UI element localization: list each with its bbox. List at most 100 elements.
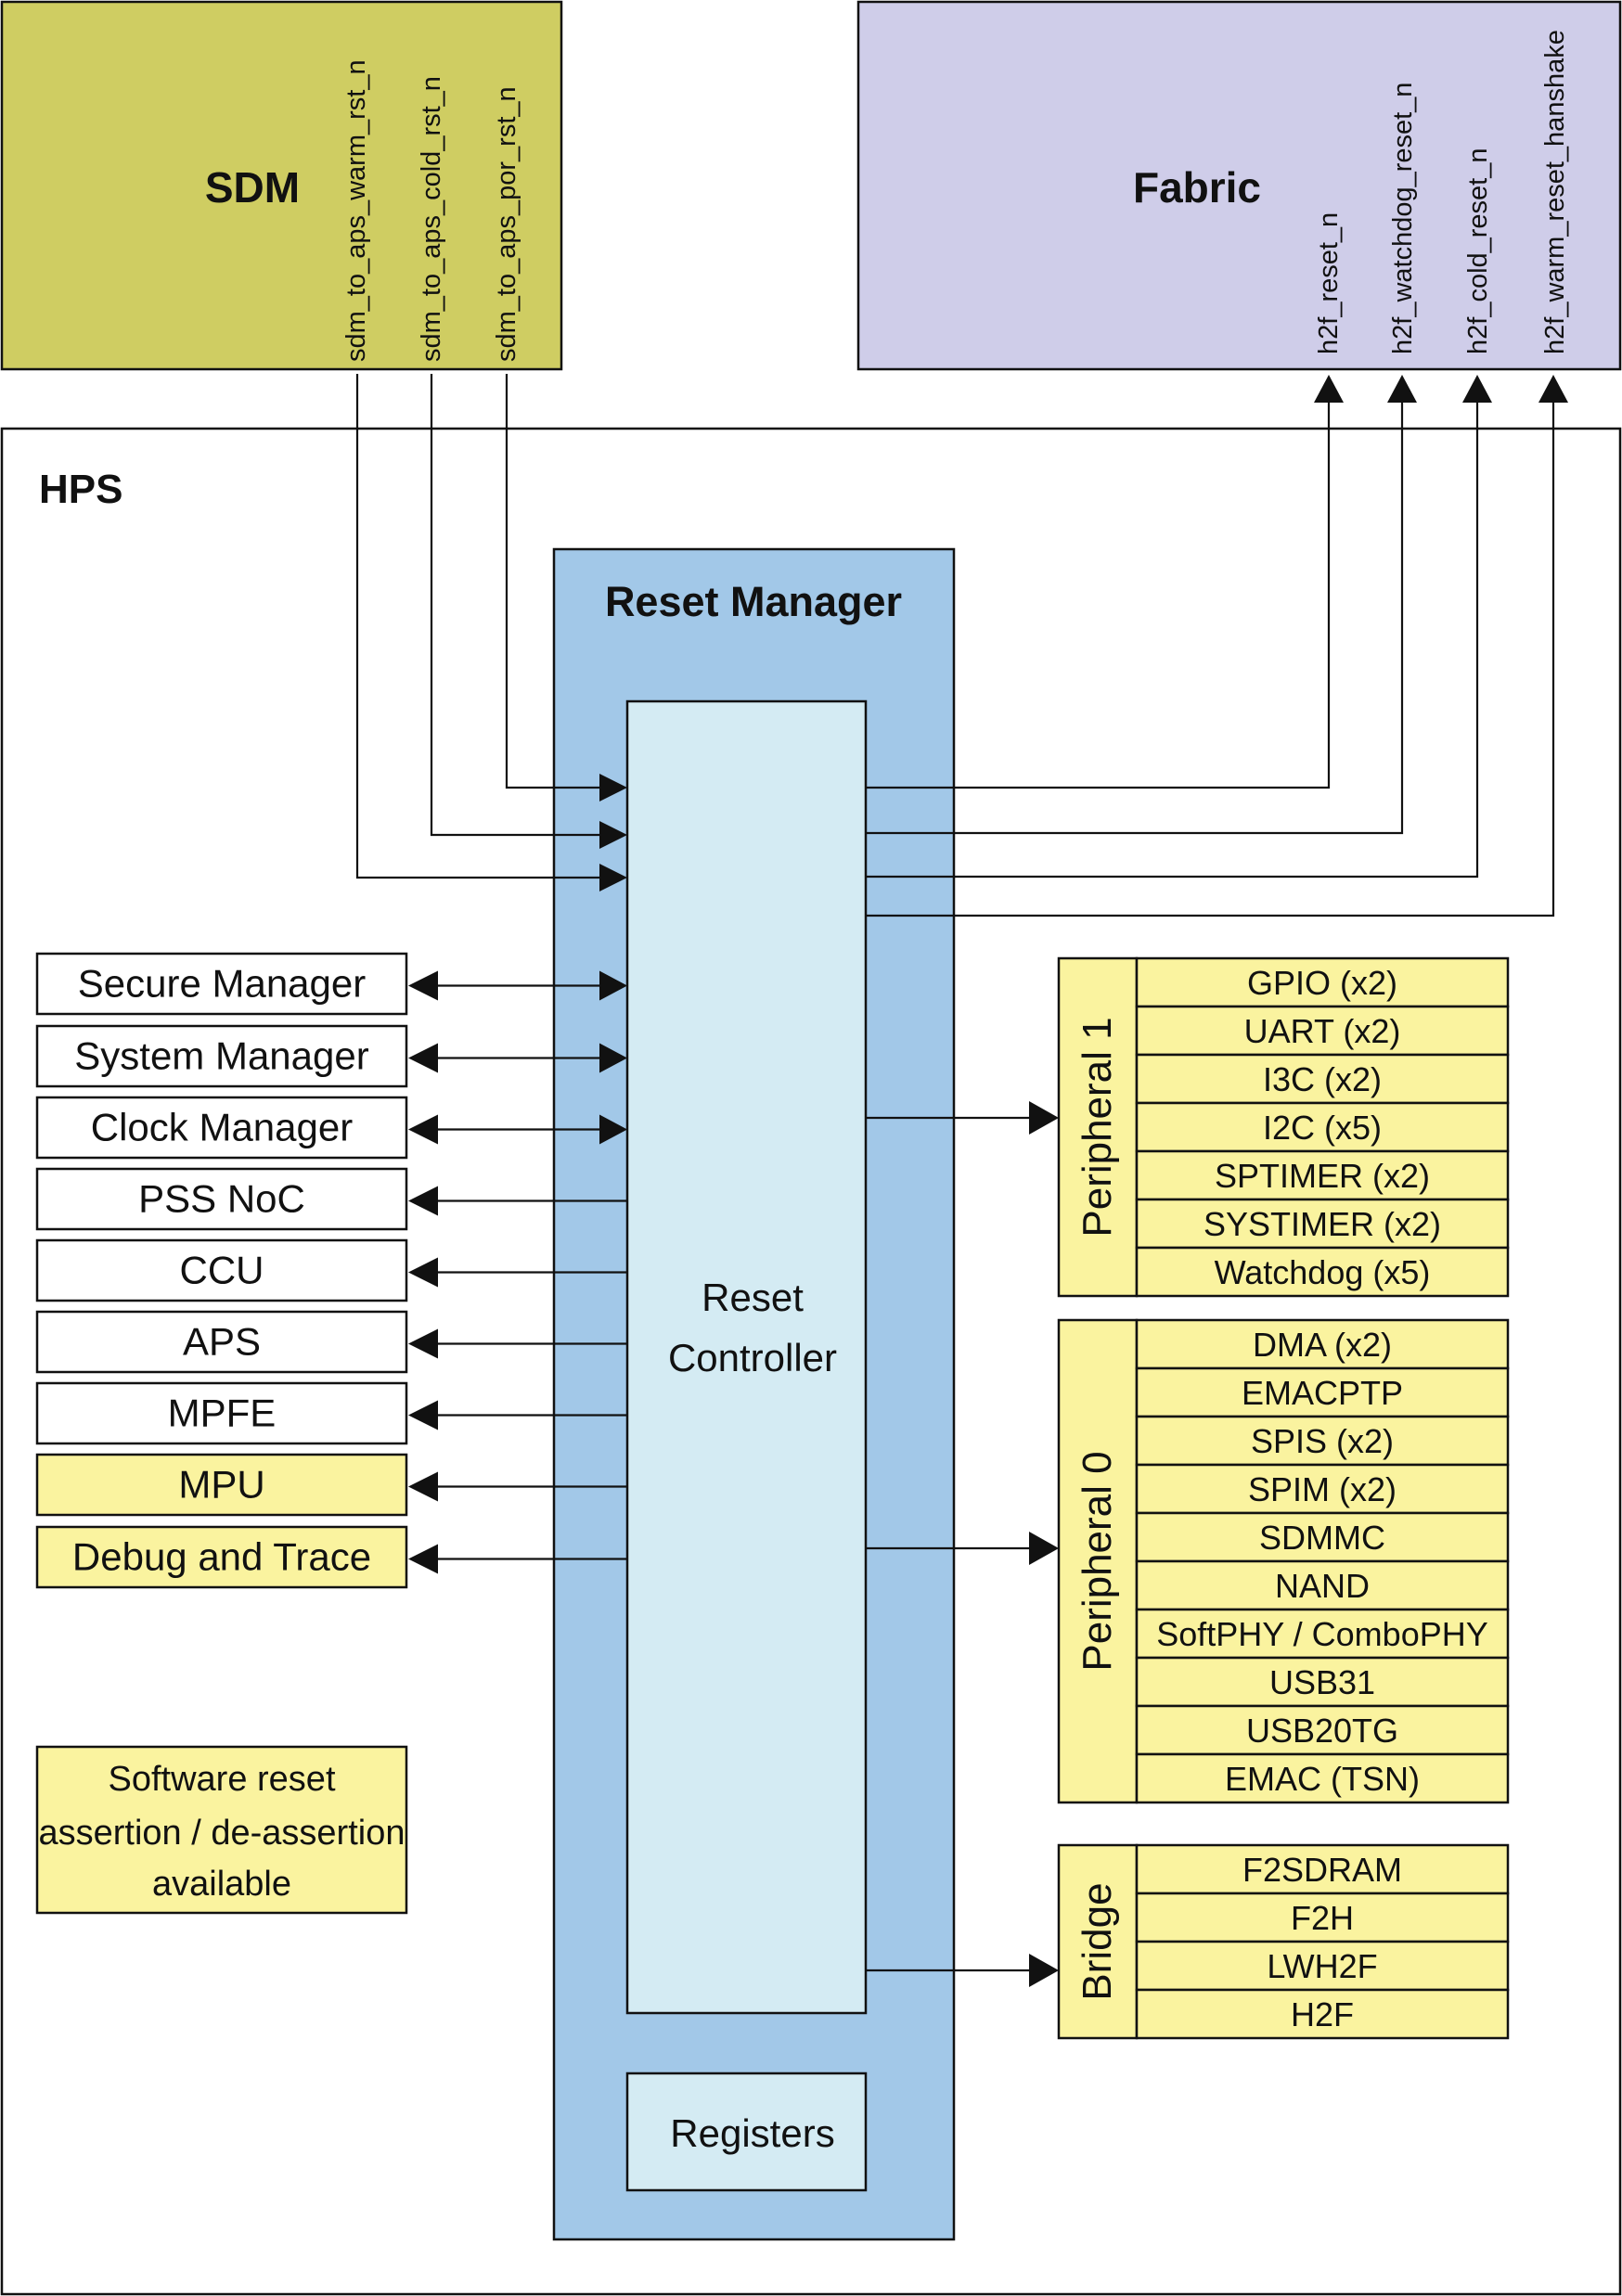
wire-h2f-warm-handshake (866, 403, 1555, 917)
item-lwh2f-cell (1135, 1940, 1510, 1992)
item-i2c-x5-cell (1135, 1101, 1510, 1153)
reset-manager-title: Reset Manager (605, 578, 902, 625)
block-ccu: CCU (35, 1238, 627, 1302)
fabric-block: Fabric h2f_reset_n h2f_watchdog_reset_n … (856, 0, 1622, 371)
arrow-sdm-warm (599, 864, 627, 891)
clock-manager-arrow-left (408, 1114, 438, 1145)
peripheral-1-title: Peripheral 1 (1075, 1017, 1120, 1237)
clock-manager-label: Clock Manager (91, 1106, 353, 1149)
fabric-signal-h2f-watchdog: h2f_watchdog_reset_n (1388, 83, 1418, 354)
item-f2sdram: F2SDRAM (1242, 1851, 1402, 1889)
pss-noc-arrow-left (408, 1186, 438, 1216)
sdm-box (0, 0, 563, 371)
item-usb31: USB31 (1269, 1663, 1375, 1701)
item-spis-x2-cell (1135, 1415, 1510, 1467)
block-system-manager: System Manager (35, 1024, 627, 1088)
item-i3c-x2-cell (1135, 1053, 1510, 1105)
mpu-box (35, 1453, 408, 1517)
fabric-signal-h2f-reset: h2f_reset_n (1314, 212, 1344, 354)
arrow-h2f-warm-handshake (1538, 375, 1568, 403)
mpfe-box (35, 1381, 408, 1445)
clock-manager-arrow-right (599, 1114, 627, 1145)
block-debug-and-trace: Debug and Trace (35, 1525, 627, 1589)
system-manager-label: System Manager (74, 1034, 368, 1078)
item-usb31-cell (1135, 1656, 1510, 1708)
reset-manager: Reset Manager Reset Controller Registers (552, 547, 956, 2241)
item-systimer-x2: SYSTIMER (x2) (1204, 1205, 1441, 1243)
mpfe-arrow-left (408, 1400, 438, 1430)
aps-arrow-left (408, 1328, 438, 1359)
arrow-sdm-cold (599, 821, 627, 849)
bridge-arrow (1029, 1954, 1059, 1987)
ccu-label: CCU (180, 1249, 264, 1292)
item-dma-x2-cell (1135, 1318, 1510, 1370)
mpu-arrow-left (408, 1471, 438, 1502)
item-h2f-cell (1135, 1988, 1510, 2040)
aps-box (35, 1310, 408, 1374)
hps-title: HPS (39, 467, 122, 512)
secure-manager-arrow-right (599, 970, 627, 1001)
bridge-title: Bridge (1075, 1882, 1120, 2000)
mpfe-label: MPFE (168, 1392, 277, 1435)
fabric-signal-h2f-cold: h2f_cold_reset_n (1463, 148, 1493, 355)
item-spis-x2: SPIS (x2) (1251, 1422, 1394, 1460)
mpu-label: MPU (178, 1463, 264, 1507)
secure-manager-arrow-left (408, 970, 438, 1001)
item-usb20tg: USB20TG (1246, 1712, 1398, 1750)
software-reset-box (35, 1745, 408, 1915)
wire-h2f-cold (866, 403, 1479, 879)
secure-manager-label: Secure Manager (78, 962, 367, 1006)
wire-h2f-watchdog (866, 403, 1404, 835)
fabric-reset-wires (866, 375, 1568, 917)
fabric-title: Fabric (1133, 163, 1261, 212)
sdm-title: SDM (205, 163, 300, 212)
item-emac-tsn: EMAC (TSN) (1225, 1760, 1420, 1798)
item-lwh2f: LWH2F (1267, 1947, 1377, 1985)
software-reset-line2: assertion / de-assertion (39, 1814, 406, 1853)
wire-sdm-por (505, 374, 599, 789)
secure-manager-box (35, 952, 408, 1016)
item-sptimer-x2-cell (1135, 1149, 1510, 1201)
peripheral-0-arrow (1029, 1532, 1059, 1565)
pss-noc-box (35, 1167, 408, 1231)
item-f2sdram-cell (1135, 1843, 1510, 1895)
item-sptimer-x2: SPTIMER (x2) (1215, 1157, 1430, 1195)
system-manager-box (35, 1024, 408, 1088)
item-i3c-x2: I3C (x2) (1263, 1060, 1382, 1098)
aps-label: APS (183, 1320, 261, 1364)
bridge-label-cell (1057, 1843, 1139, 2040)
arrow-h2f-cold (1462, 375, 1492, 403)
block-clock-manager: Clock Manager (35, 1096, 627, 1160)
item-systimer-x2-cell (1135, 1198, 1510, 1250)
item-nand: NAND (1275, 1567, 1370, 1605)
debug-and-trace-box (35, 1525, 408, 1589)
system-manager-arrow-right (599, 1043, 627, 1073)
sdm-signal-warm: sdm_to_aps_warm_rst_n (341, 59, 371, 362)
item-i2c-x5: I2C (x5) (1263, 1109, 1382, 1147)
debug-and-trace-arrow-left (408, 1544, 438, 1574)
reset-controller-box (625, 699, 868, 2015)
reset-controller-label-line2: Controller (668, 1336, 837, 1379)
ccu-box (35, 1238, 408, 1302)
peripheral-0-label-cell (1057, 1318, 1139, 1804)
item-emac-tsn-cell (1135, 1752, 1510, 1804)
reset-controller-label-line1: Reset (702, 1276, 804, 1319)
software-reset-note: Software reset assertion / de-assertion … (35, 1745, 408, 1915)
sdm-signal-cold: sdm_to_aps_cold_rst_n (417, 76, 446, 362)
block-pss-noc: PSS NoC (35, 1167, 627, 1231)
wire-h2f-reset (866, 403, 1331, 789)
item-usb20tg-cell (1135, 1704, 1510, 1756)
ccu-arrow-left (408, 1257, 438, 1288)
software-reset-line1: Software reset (109, 1760, 336, 1799)
item-f2h: F2H (1291, 1899, 1354, 1937)
arrow-sdm-por (599, 774, 627, 802)
sdm-block: SDM sdm_to_aps_warm_rst_n sdm_to_aps_col… (0, 0, 563, 371)
item-sdmmc: SDMMC (1259, 1519, 1385, 1557)
block-mpu: MPU (35, 1453, 627, 1517)
